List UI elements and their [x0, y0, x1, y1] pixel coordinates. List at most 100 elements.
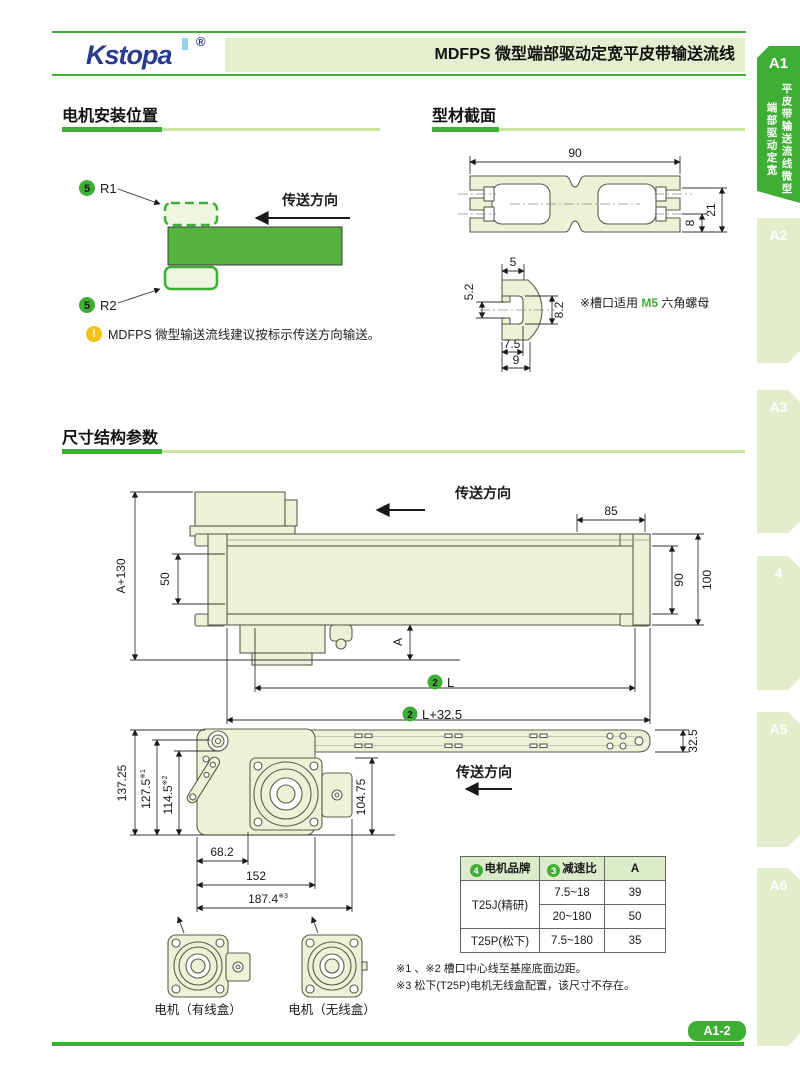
- motor-without-box-label: 电机（无线盒）: [288, 1002, 376, 1017]
- cell-brand-t25p: T25P(松下): [460, 928, 540, 953]
- svg-text:90: 90: [672, 573, 686, 587]
- svg-text:传送方向: 传送方向: [454, 485, 511, 501]
- motor-note-text: MDFPS 微型输送流线建议按标示传送方向输送。: [108, 328, 381, 342]
- svg-text:32.5: 32.5: [686, 729, 700, 753]
- sidebar-tab-a4: 4: [757, 556, 800, 690]
- cell-ratio: 20~180: [539, 904, 605, 929]
- r2-callout: 5 R2: [79, 287, 161, 313]
- slot-detail: 5 5.2 8.2 7.5 9: [462, 255, 566, 372]
- sidebar-tab-a3: A3: [757, 390, 800, 533]
- tab-a1-subtitle: 平皮带输送流线微型端部驱动定宽: [764, 80, 794, 198]
- section-title-dimensions: 尺寸结构参数: [62, 430, 159, 447]
- header-bottom-rule: [52, 74, 746, 76]
- col-header-a: A: [604, 856, 666, 881]
- footnotes: ※1 、※2 槽口中心线至基座底面边距。 ※3 松下(T25P)电机无线盒配置，…: [396, 961, 635, 995]
- rule-dark-3: [62, 449, 162, 454]
- dim-85: [576, 514, 646, 532]
- svg-text:A+130: A+130: [114, 558, 128, 593]
- svg-text:2: 2: [407, 710, 413, 721]
- rule-light-1: [162, 128, 380, 131]
- page-number-badge: A1-2: [688, 1021, 746, 1041]
- svg-text:5: 5: [84, 300, 90, 312]
- sidebar-tab-a2: A2: [757, 218, 800, 363]
- dim-10475: [355, 757, 378, 836]
- svg-text:104.75: 104.75: [354, 778, 368, 815]
- section-title-profile: 型材截面: [432, 108, 497, 125]
- svg-text:152: 152: [246, 869, 266, 883]
- dim-l325: [226, 628, 651, 724]
- dim-90: [469, 156, 681, 174]
- logo-registered-mark: ®: [196, 34, 206, 49]
- table-row: 20~180 50: [461, 904, 666, 929]
- svg-text:9: 9: [513, 353, 520, 367]
- drive-head-block: [186, 728, 353, 836]
- rule-light-2: [499, 128, 745, 131]
- svg-text:100: 100: [700, 570, 714, 590]
- badge-3-icon: 3: [547, 864, 561, 878]
- side-structure: [189, 491, 651, 666]
- svg-text:187.4※3: 187.4※3: [248, 892, 288, 906]
- svg-text:L: L: [447, 675, 454, 690]
- motor-figure-with-box: [167, 916, 251, 998]
- svg-text:8.2: 8.2: [552, 301, 566, 318]
- motor-position-diagram: 5 R1 5 R2 传送方向: [79, 180, 350, 313]
- motor-note: ! MDFPS 微型输送流线建议按标示传送方向输送。: [86, 324, 380, 343]
- svg-text:8: 8: [683, 219, 697, 226]
- badge-2-l325: [402, 706, 418, 722]
- svg-text:R1: R1: [100, 181, 117, 196]
- svg-text:50: 50: [158, 572, 172, 586]
- rule-light-3: [162, 450, 745, 453]
- tab-a6-label: A6: [769, 877, 788, 893]
- footer-rule: [52, 1042, 744, 1046]
- tab-a5-label: A5: [769, 721, 788, 737]
- cell-a: 39: [604, 880, 666, 905]
- svg-text:A: A: [391, 638, 405, 646]
- badge-2-l: [427, 674, 443, 690]
- dims-left: [130, 729, 395, 836]
- logo-accent-mark: [182, 38, 188, 50]
- side-direction-arrow: 传送方向: [375, 485, 511, 517]
- section-title-motor-position: 电机安装位置: [62, 108, 159, 125]
- rule-dark-2: [432, 127, 499, 132]
- table-row: T25P(松下) 7.5~180 35: [460, 928, 666, 953]
- tensioner-arm: [186, 756, 221, 804]
- profile-cross-section-drawing: 90 21 8 5: [458, 146, 727, 372]
- tab-a1-label: A1: [768, 55, 789, 72]
- dim-l: [254, 628, 636, 692]
- belt-strip: [216, 729, 651, 753]
- footnote-2: ※3 松下(T25P)电机无线盒配置，该尺寸不存在。: [396, 980, 636, 992]
- svg-text:85: 85: [604, 504, 618, 518]
- page-title: MDFPS 微型端部驱动定宽平皮带输送流线: [434, 46, 735, 63]
- header-banner: [225, 38, 745, 72]
- svg-text:2: 2: [432, 678, 438, 689]
- tab-a4-label: 4: [774, 565, 783, 581]
- roller-r2-box: [163, 265, 219, 291]
- rule-dark-1: [62, 127, 162, 132]
- tab-a1-sub-right: 平皮带输送流线: [780, 82, 793, 171]
- svg-text:137.25: 137.25: [115, 764, 129, 801]
- table-row: T25J(精研) 7.5~18 39: [460, 880, 666, 929]
- svg-text:传送方向: 传送方向: [281, 192, 338, 208]
- svg-text:7.5: 7.5: [504, 337, 521, 351]
- badge-4-icon: 4: [469, 864, 483, 878]
- cell-brand-t25j: T25J(精研): [460, 880, 540, 929]
- brand-logo: Kstopa: [86, 40, 173, 70]
- sidebar-tab-a5: A5: [757, 712, 800, 847]
- svg-text:L+32.5: L+32.5: [422, 707, 462, 722]
- dim-21-8: [682, 187, 727, 233]
- svg-text:114.5※2: 114.5※2: [161, 775, 175, 814]
- svg-text:127.5※1: 127.5※1: [139, 769, 153, 809]
- top-direction-arrow: 传送方向: [455, 764, 512, 796]
- svg-text:5.2: 5.2: [462, 283, 476, 300]
- svg-text:21: 21: [704, 203, 718, 217]
- header-top-rule: [52, 31, 746, 33]
- cell-a: 50: [604, 904, 666, 929]
- dim-50: [172, 553, 225, 605]
- sidebar-tab-a1: A1 平皮带输送流线微型端部驱动定宽: [757, 46, 800, 203]
- direction-arrow: 传送方向: [254, 192, 350, 225]
- dims-bottom: [196, 819, 353, 912]
- side-view-drawing: 传送方向 85 A+130 50 A: [114, 485, 714, 724]
